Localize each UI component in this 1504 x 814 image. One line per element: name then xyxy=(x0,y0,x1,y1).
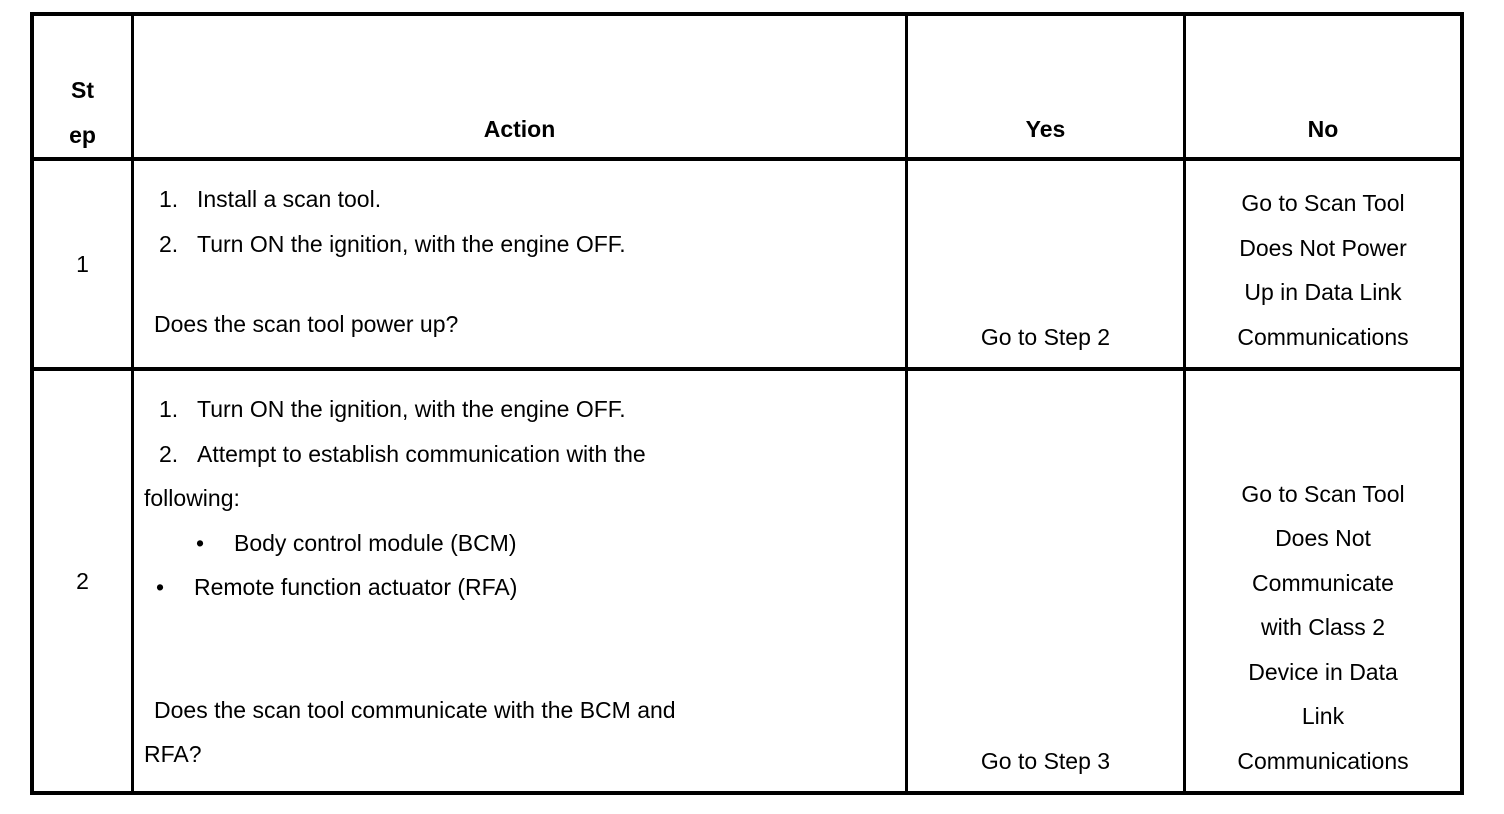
diagnostic-table: St ep Action Yes No 1 1. Install a scan … xyxy=(30,12,1464,795)
no-answer-line: Communications xyxy=(1237,747,1409,774)
col-header-no: No xyxy=(1186,16,1460,161)
action-question-continuation: RFA? xyxy=(144,741,202,767)
col-header-no-label: No xyxy=(1307,115,1339,142)
step-number-2: 2 xyxy=(34,371,134,791)
no-answer-line: Device in Data xyxy=(1248,658,1398,685)
list-item-text: Turn ON the ignition, with the engine OF… xyxy=(197,230,626,257)
action-list-item: 2. Attempt to establish communication wi… xyxy=(144,432,891,477)
action-list-item: 2. Turn ON the ignition, with the engine… xyxy=(144,222,891,267)
col-header-step: St ep xyxy=(34,16,134,161)
no-answer-line: Up in Data Link xyxy=(1244,279,1402,305)
action-list-item: 1. Install a scan tool. xyxy=(144,177,891,222)
col-header-yes-label: Yes xyxy=(1025,115,1066,142)
yes-answer-text: Go to Step 2 xyxy=(980,323,1111,350)
yes-cell-2: Go to Step 3 xyxy=(908,371,1186,791)
bullet-item-text: Remote function actuator (RFA) xyxy=(194,574,518,600)
no-answer-line: Does Not xyxy=(1275,525,1371,551)
list-item-text: Turn ON the ignition, with the engine OF… xyxy=(197,396,626,422)
yes-cell-1: Go to Step 2 xyxy=(908,161,1186,371)
list-item-text: Attempt to establish communication with … xyxy=(197,440,646,467)
list-item-number: 1. xyxy=(159,186,179,212)
step-number-1: 1 xyxy=(34,161,134,371)
no-answer-line: Go to Scan Tool xyxy=(1241,480,1405,507)
action-cell-2: 1. Turn ON the ignition, with the engine… xyxy=(134,371,908,791)
list-item-number: 1. xyxy=(159,396,179,422)
list-item-number: 2. xyxy=(159,230,179,257)
no-answer-line: Communicate xyxy=(1252,569,1394,596)
col-header-step-line1: St xyxy=(71,77,94,103)
no-answer-line: Does Not Power xyxy=(1239,234,1407,261)
list-item-text: Install a scan tool. xyxy=(197,186,382,212)
col-header-step-line2: ep xyxy=(69,121,96,148)
no-answer-line: Link xyxy=(1301,703,1345,729)
yes-answer-text: Go to Step 3 xyxy=(980,747,1111,774)
col-header-action: Action xyxy=(134,16,908,161)
no-cell-2: Go to Scan Tool Does Not Communicate wit… xyxy=(1186,371,1460,791)
action-bullet-item: • Remote function actuator (RFA) xyxy=(144,565,891,610)
action-bullet-item: • Body control module (BCM) xyxy=(144,521,891,566)
no-cell-1: Go to Scan Tool Does Not Power Up in Dat… xyxy=(1186,161,1460,371)
bullet-icon: • xyxy=(196,529,205,556)
col-header-yes: Yes xyxy=(908,16,1186,161)
action-cell-1: 1. Install a scan tool. 2. Turn ON the i… xyxy=(134,161,908,371)
action-continuation-line: following: xyxy=(144,485,240,511)
no-answer-line: with Class 2 xyxy=(1261,614,1385,640)
step-number-1-value: 1 xyxy=(76,250,89,277)
action-list-item: 1. Turn ON the ignition, with the engine… xyxy=(144,387,891,432)
action-question: Does the scan tool communicate with the … xyxy=(154,696,676,723)
bullet-item-text: Body control module (BCM) xyxy=(234,529,517,556)
col-header-action-label: Action xyxy=(483,115,556,142)
bullet-icon: • xyxy=(156,574,165,600)
action-question: Does the scan tool power up? xyxy=(154,311,459,337)
list-item-number: 2. xyxy=(159,440,179,467)
step-number-2-value: 2 xyxy=(76,567,89,594)
no-answer-line: Communications xyxy=(1237,323,1409,350)
no-answer-line: Go to Scan Tool xyxy=(1241,190,1405,216)
